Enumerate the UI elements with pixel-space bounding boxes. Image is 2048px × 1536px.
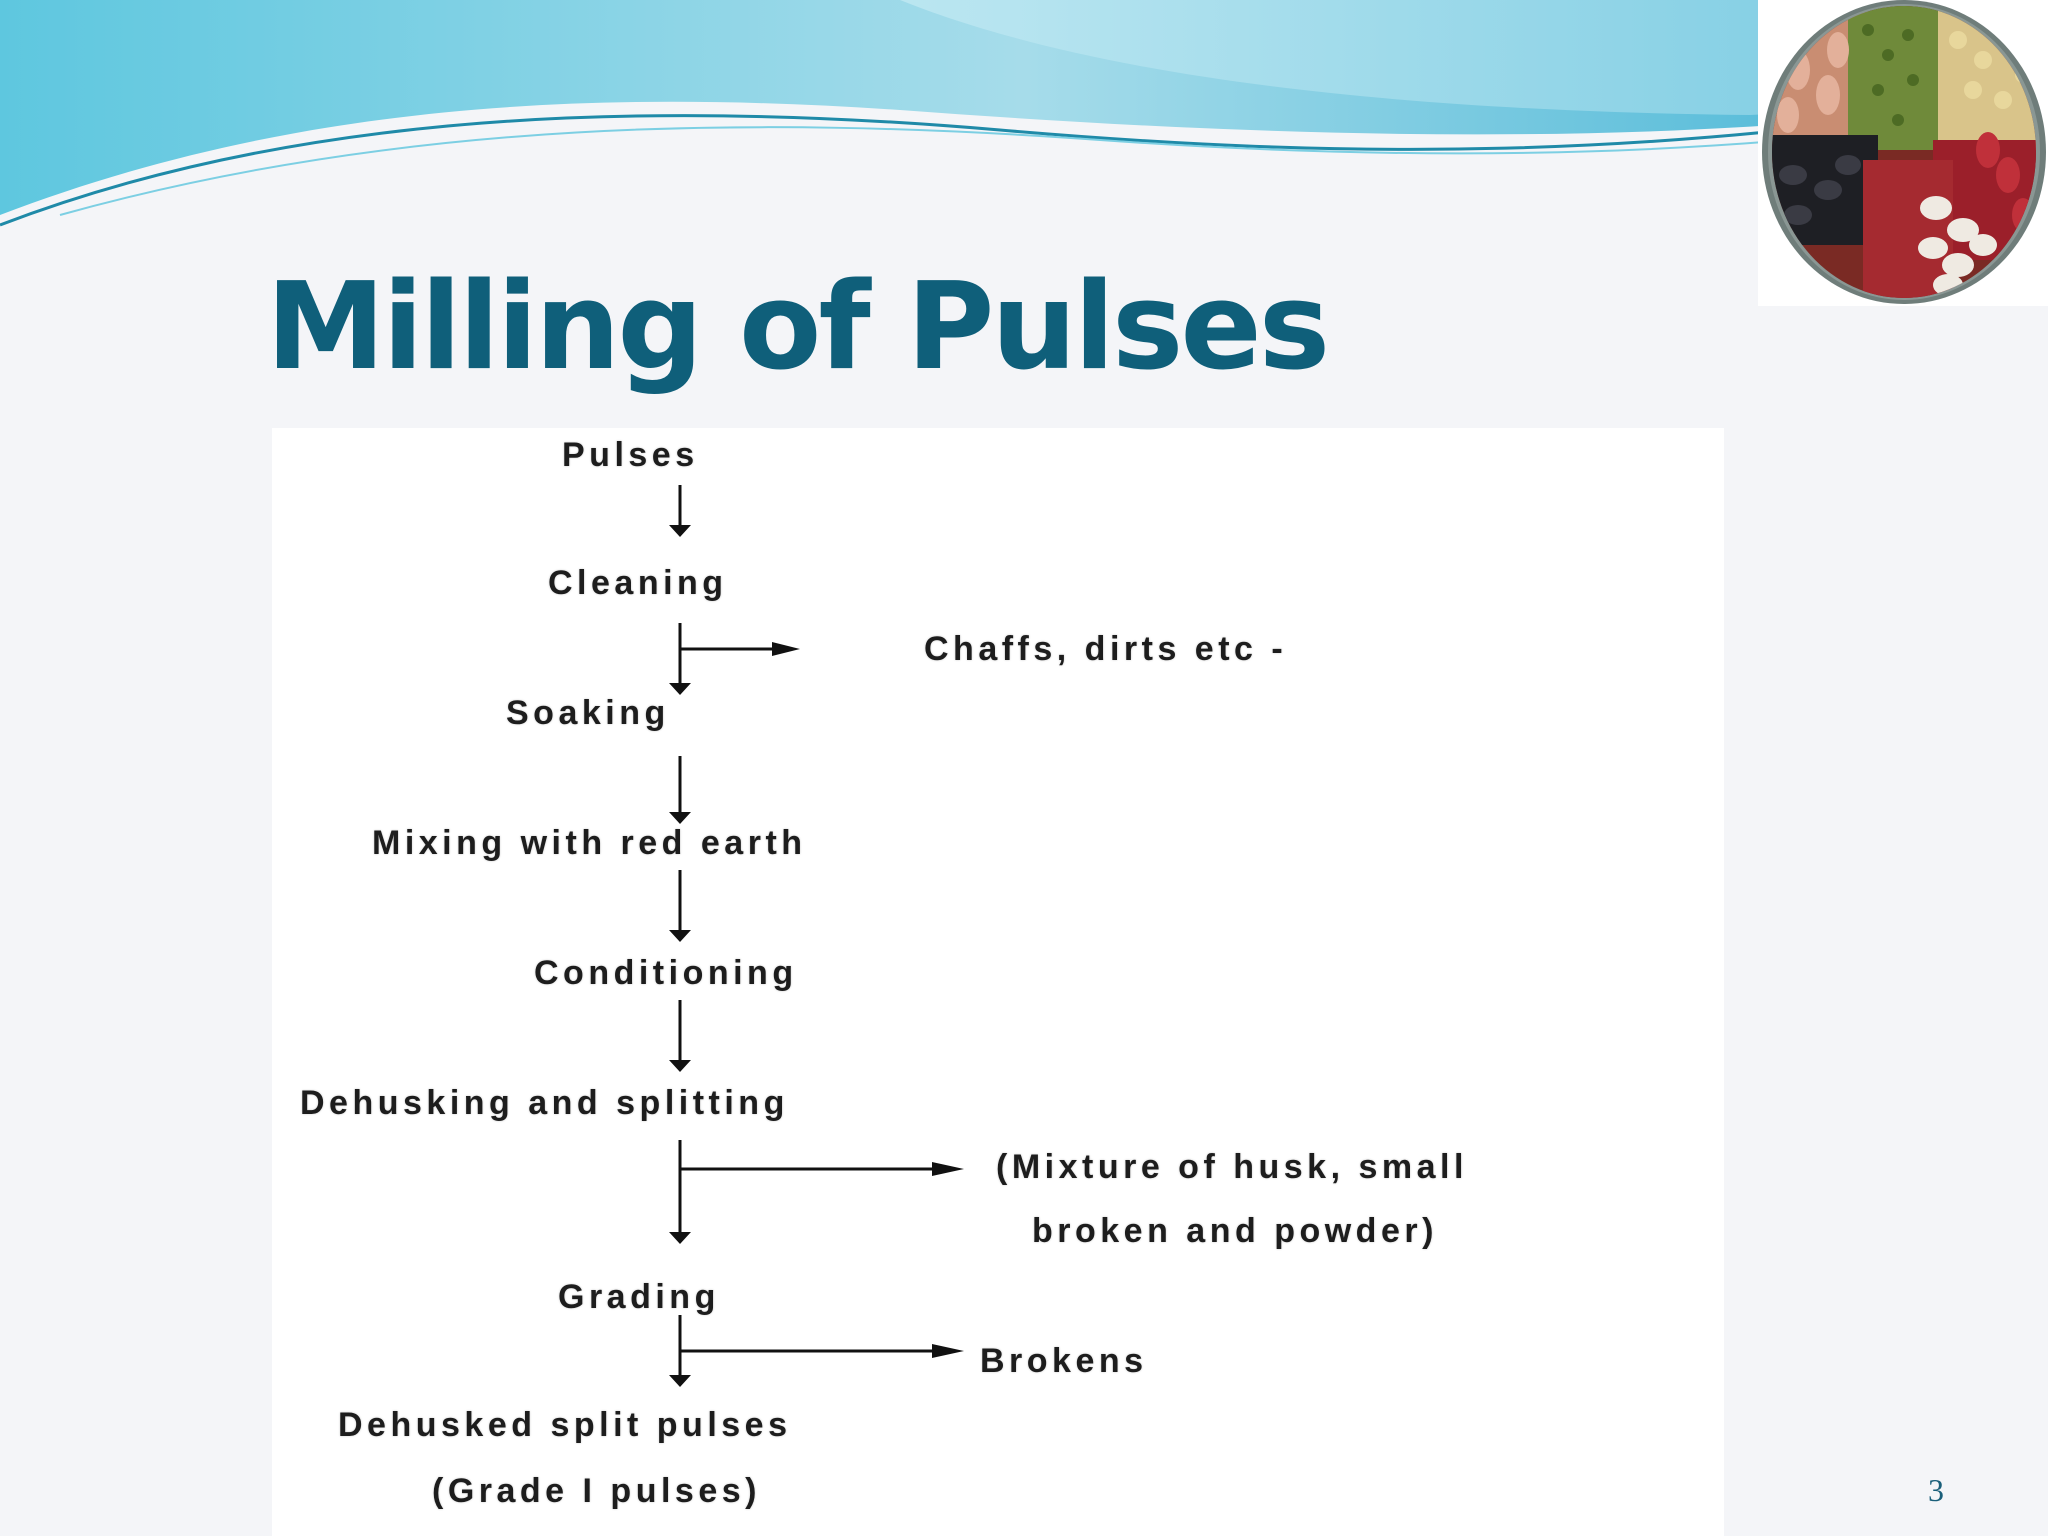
step-conditioning: Conditioning [534, 954, 798, 992]
mixed-beans-bowl-image [1762, 0, 2046, 304]
page-number: 3 [1928, 1472, 1944, 1508]
step-grade-one-pulses: (Grade I pulses) [432, 1472, 761, 1510]
step-cleaning: Cleaning [548, 564, 728, 602]
step-dehusked-split-pulses: Dehusked split pulses [338, 1406, 792, 1444]
step-soaking: Soaking [506, 694, 670, 732]
milling-flowchart: Pulses Cleaning Chaffs, dirts etc - Soak… [272, 428, 1724, 1536]
byproduct-brokens: Brokens [980, 1342, 1148, 1380]
step-mixing-red-earth: Mixing with red earth [372, 824, 807, 862]
flowchart-arrows [669, 485, 964, 1387]
beans-photo [1758, 0, 2048, 306]
wave-banner [0, 0, 2048, 227]
byproduct-mixture-line2: broken and powder) [1032, 1212, 1438, 1250]
byproduct-chaffs: Chaffs, dirts etc - [924, 630, 1288, 668]
slide-title: Milling of Pulses [266, 258, 1330, 397]
step-pulses: Pulses [562, 436, 699, 474]
byproduct-mixture-line1: (Mixture of husk, small [996, 1148, 1468, 1186]
step-dehusking-splitting: Dehusking and splitting [300, 1084, 789, 1122]
step-grading: Grading [558, 1278, 720, 1316]
